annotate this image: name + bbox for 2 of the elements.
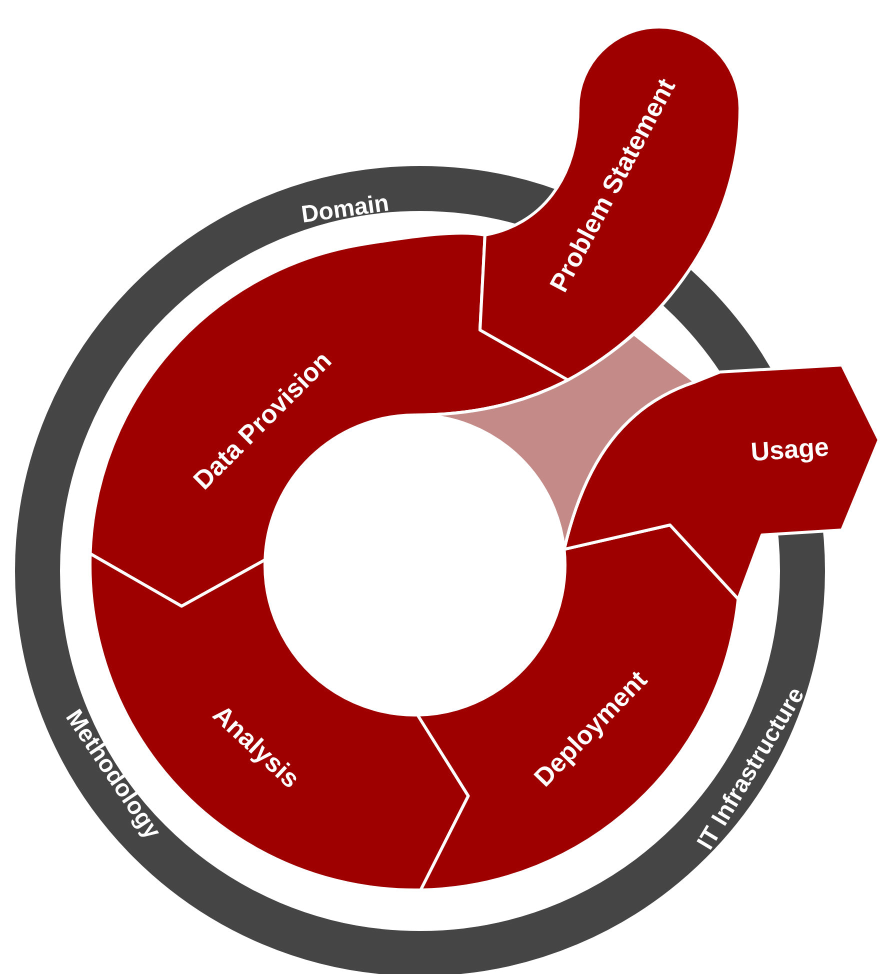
process-segment: Usage — [562, 364, 880, 600]
connector-band — [414, 332, 696, 551]
